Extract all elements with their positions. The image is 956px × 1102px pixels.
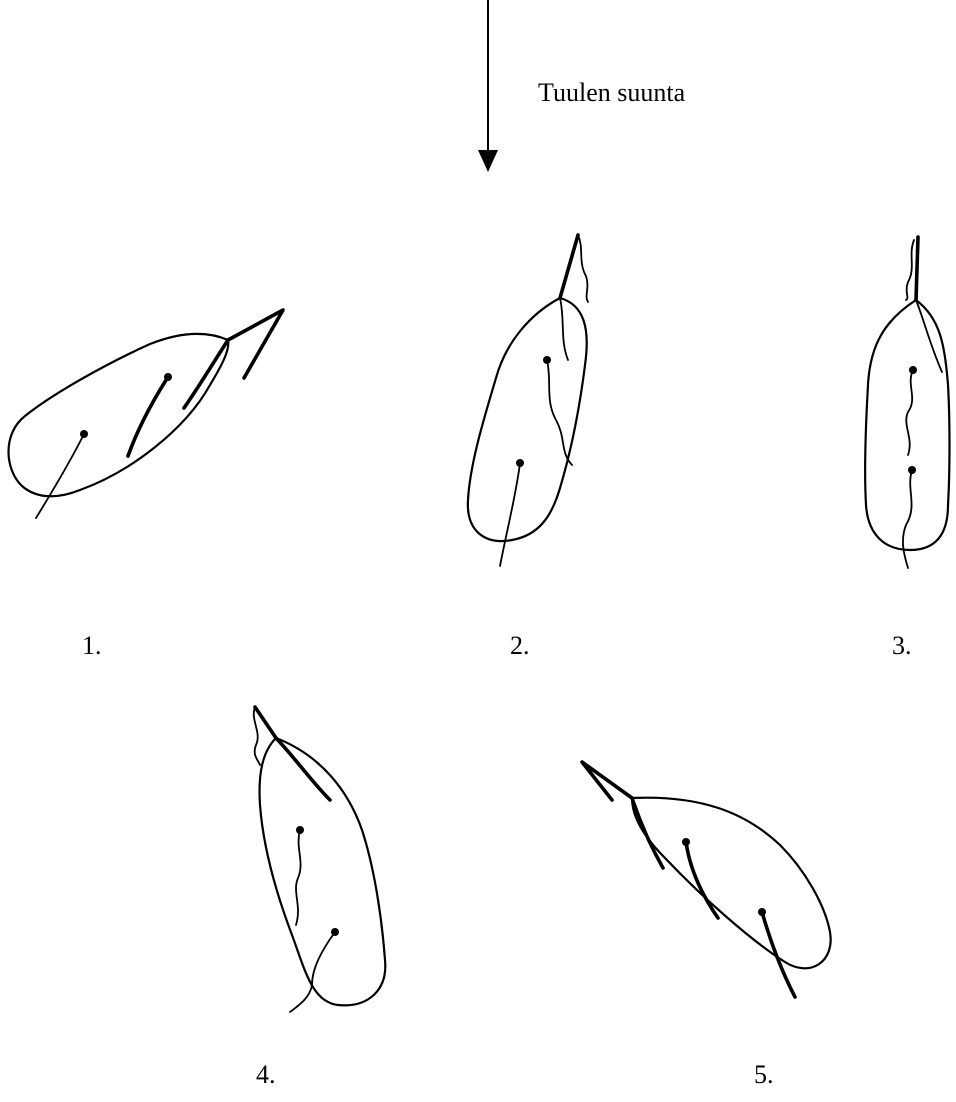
boat-5-bow-wind-indicator [582,762,632,800]
boat-2-forestay [560,235,578,298]
boat-2-mizzen [500,463,520,566]
boat-3-wind-indicator [906,240,914,300]
boat-2 [468,235,588,566]
boat-5-jib [632,798,663,868]
boat-5-mizzen [762,912,795,997]
boat-4-mizzen [290,932,335,1012]
boat-2-main-sail [547,360,572,465]
boat-1-jib [184,340,228,408]
boat-2-hull [468,298,587,541]
boat-3-forestay [916,237,918,300]
boat-2-jib [560,298,568,360]
boat-4-jib [276,738,330,800]
boat-4-hull [260,738,386,1005]
boat-1 [9,310,284,518]
figure-label-5: 5. [754,1062,774,1088]
boat-1-bow-wind-indicator [228,310,283,378]
wind-direction-label: Tuulen suunta [538,80,685,106]
boat-1-hull [9,334,229,496]
boat-3-main-sail [906,370,913,455]
boat-4-main-sail [296,830,301,925]
wind-arrow [478,0,498,172]
boat-2-wind-indicator [578,235,588,302]
boat-4 [254,707,386,1012]
boat-3 [865,237,949,568]
figure-label-4: 4. [256,1062,276,1088]
figure-label-1: 1. [82,633,102,659]
boat-1-main-sail [128,377,168,456]
boat-3-mizzen [903,470,912,568]
figure-label-3: 3. [892,633,912,659]
boat-5-main-sail [686,842,718,918]
boat-5-hull [632,798,831,969]
figure-label-2: 2. [510,633,530,659]
boat-3-jib [916,300,942,372]
boat-1-mizzen [36,434,84,518]
boat-5 [582,762,831,997]
